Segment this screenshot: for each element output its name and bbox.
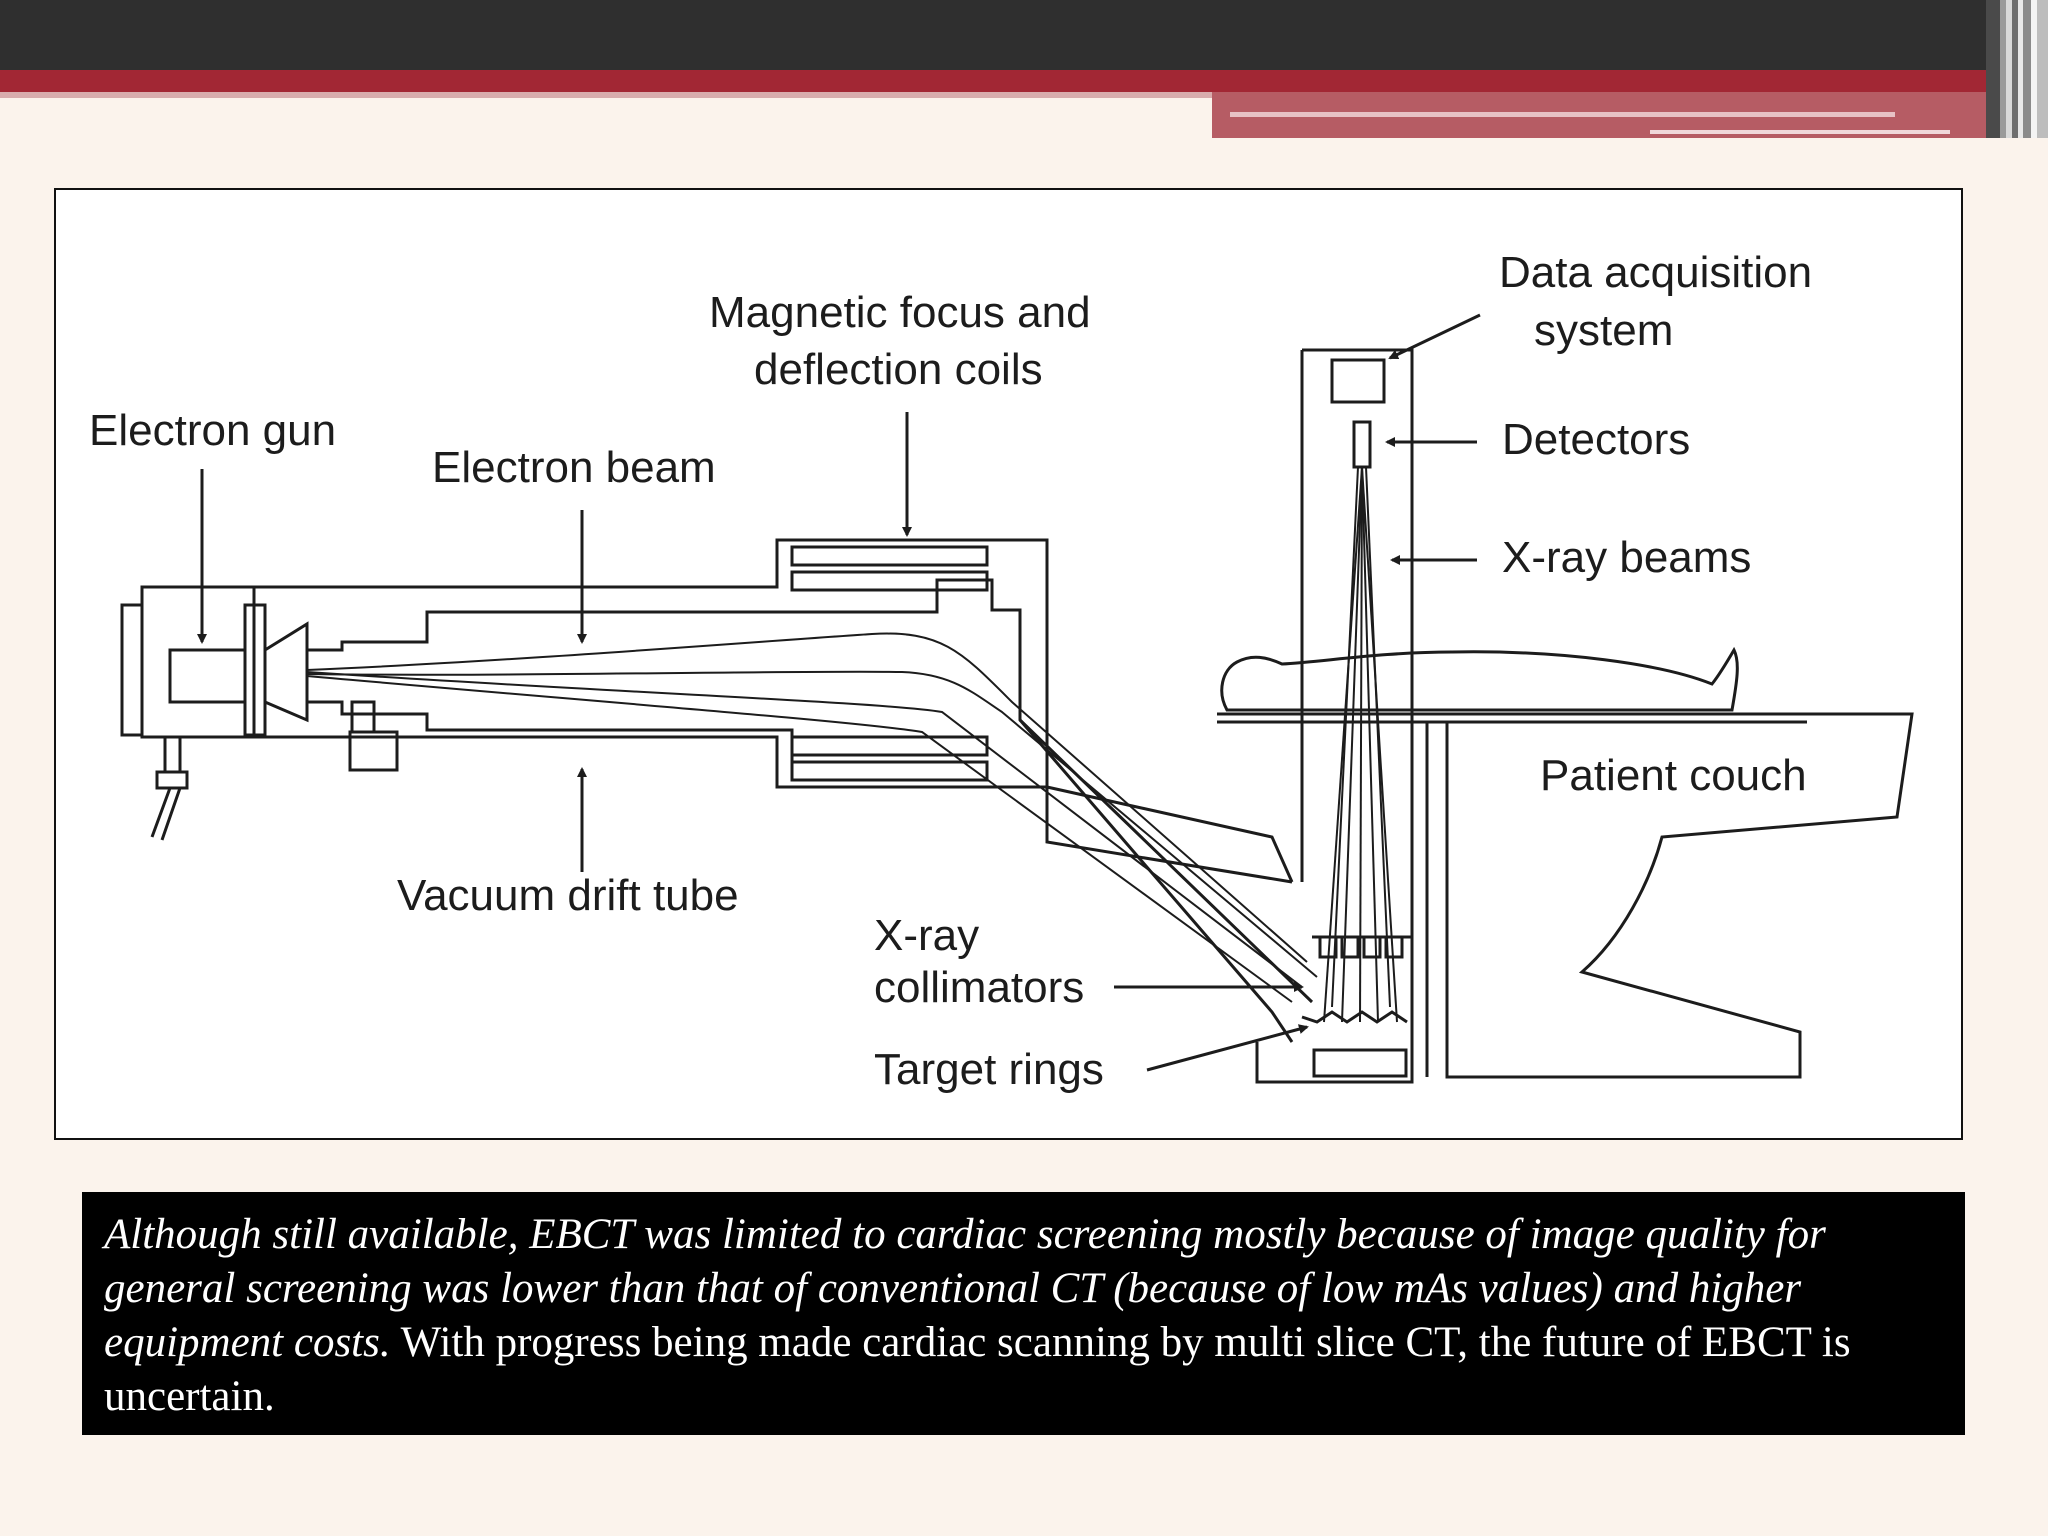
label-magnetic-coils-line2: deflection coils — [754, 345, 1043, 394]
arrow-data-acquisition — [1388, 313, 1481, 360]
caption-normal-text: With progress being made cardiac scannin… — [104, 1319, 1851, 1420]
label-xray-collimators-line1: X-ray — [874, 911, 979, 960]
xray-beams — [1323, 466, 1398, 1023]
target-ring-detail — [1301, 1010, 1408, 1024]
label-target-rings: Target rings — [874, 1045, 1104, 1094]
label-magnetic-coils-line1: Magnetic focus and — [709, 288, 1091, 337]
top-dark-bar — [0, 0, 2048, 70]
red-tab-highlight-2 — [1650, 130, 1950, 134]
vacuum-drift-tube — [142, 538, 1314, 1004]
electron-beam — [306, 632, 1318, 1003]
red-bar-shadow — [0, 92, 1212, 98]
top-red-bar — [0, 70, 2000, 92]
label-detectors: Detectors — [1502, 415, 1690, 464]
label-xray-beams: X-ray beams — [1502, 533, 1751, 582]
label-data-acquisition-line1: Data acquisition — [1499, 248, 1812, 297]
electron-gun-housing — [120, 585, 309, 841]
red-tab-highlight — [1230, 112, 1895, 117]
patient-body — [1220, 646, 1739, 712]
magnetic-focus-coils — [790, 545, 989, 782]
arrow-target-rings — [1146, 1024, 1309, 1072]
ebct-diagram: Electron gun Electron beam Magnetic focu… — [89, 248, 1914, 1094]
label-data-acquisition-line2: system — [1534, 306, 1673, 355]
caption-italic-text: Although still available, EBCT was limit… — [104, 1211, 1826, 1366]
corner-stripes — [1986, 0, 2048, 138]
gantry-column — [1300, 348, 1414, 1042]
label-electron-beam: Electron beam — [432, 443, 716, 492]
label-xray-collimators-line2: collimators — [874, 963, 1084, 1012]
scanner-cone — [1018, 719, 1414, 1084]
ebct-diagram-frame: Electron gun Electron beam Magnetic focu… — [54, 188, 1963, 1140]
caption-box: Although still available, EBCT was limit… — [82, 1192, 1965, 1435]
patient-couch — [1217, 712, 1914, 1079]
label-electron-gun: Electron gun — [89, 406, 336, 455]
label-patient-couch: Patient couch — [1540, 751, 1807, 800]
label-vacuum-drift-tube: Vacuum drift tube — [397, 871, 739, 920]
